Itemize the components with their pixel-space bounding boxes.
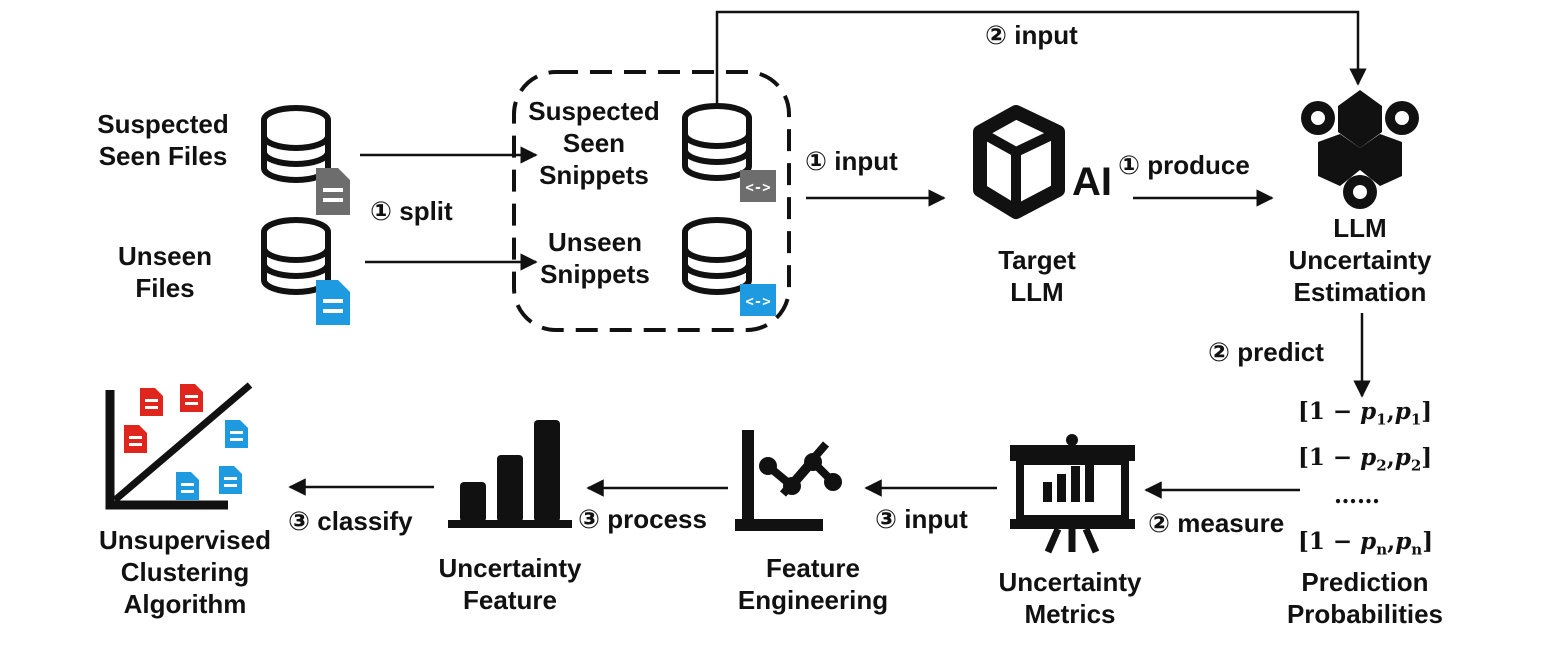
uncertainty-feature-bars-icon — [448, 420, 572, 528]
probability-ellipsis: …… — [1334, 482, 1380, 509]
edge-label-input-2: ② input — [985, 20, 1078, 50]
edge-label-input-3: ③ input — [875, 504, 968, 534]
edge-label-input-1: ① input — [805, 146, 898, 176]
uncertainty-metrics-board-icon — [1010, 434, 1135, 554]
edge-label-predict: ② predict — [1208, 337, 1324, 367]
unseen-snippets-db-icon — [685, 220, 749, 292]
svg-text:<->: <-> — [745, 294, 770, 310]
unseen-code-snippet-icon: <-> — [740, 284, 776, 316]
seen-document-icon — [316, 168, 350, 215]
edge-label-measure: ② measure — [1148, 508, 1285, 538]
target-llm-ai-text: AI — [1072, 160, 1112, 204]
edge-label-split: ① split — [370, 196, 453, 226]
edge-label-classify: ③ classify — [288, 506, 413, 536]
suspected-seen-snippets-db-icon — [685, 106, 749, 178]
probability-row-1: [1 − p1,p1] — [1298, 398, 1433, 429]
target-llm-cube-icon — [973, 105, 1065, 219]
snippet-group-box — [512, 70, 791, 332]
unseen-document-icon — [316, 280, 350, 325]
uncertainty-estimation-network-icon — [1301, 90, 1419, 209]
svg-text:<->: <-> — [745, 180, 770, 196]
arrow-seen-snippets-to-estimation — [715, 10, 1367, 106]
edge-label-process: ③ process — [578, 504, 707, 534]
probability-row-n: [1 − pn,pn] — [1298, 528, 1434, 559]
clustering-scatter-icon — [105, 382, 253, 510]
seen-code-snippet-icon: <-> — [740, 170, 776, 202]
edge-label-produce: ① produce — [1118, 150, 1250, 180]
feature-engineering-chart-icon — [735, 430, 842, 531]
probability-row-2: [1 − p2,p2] — [1298, 444, 1433, 475]
